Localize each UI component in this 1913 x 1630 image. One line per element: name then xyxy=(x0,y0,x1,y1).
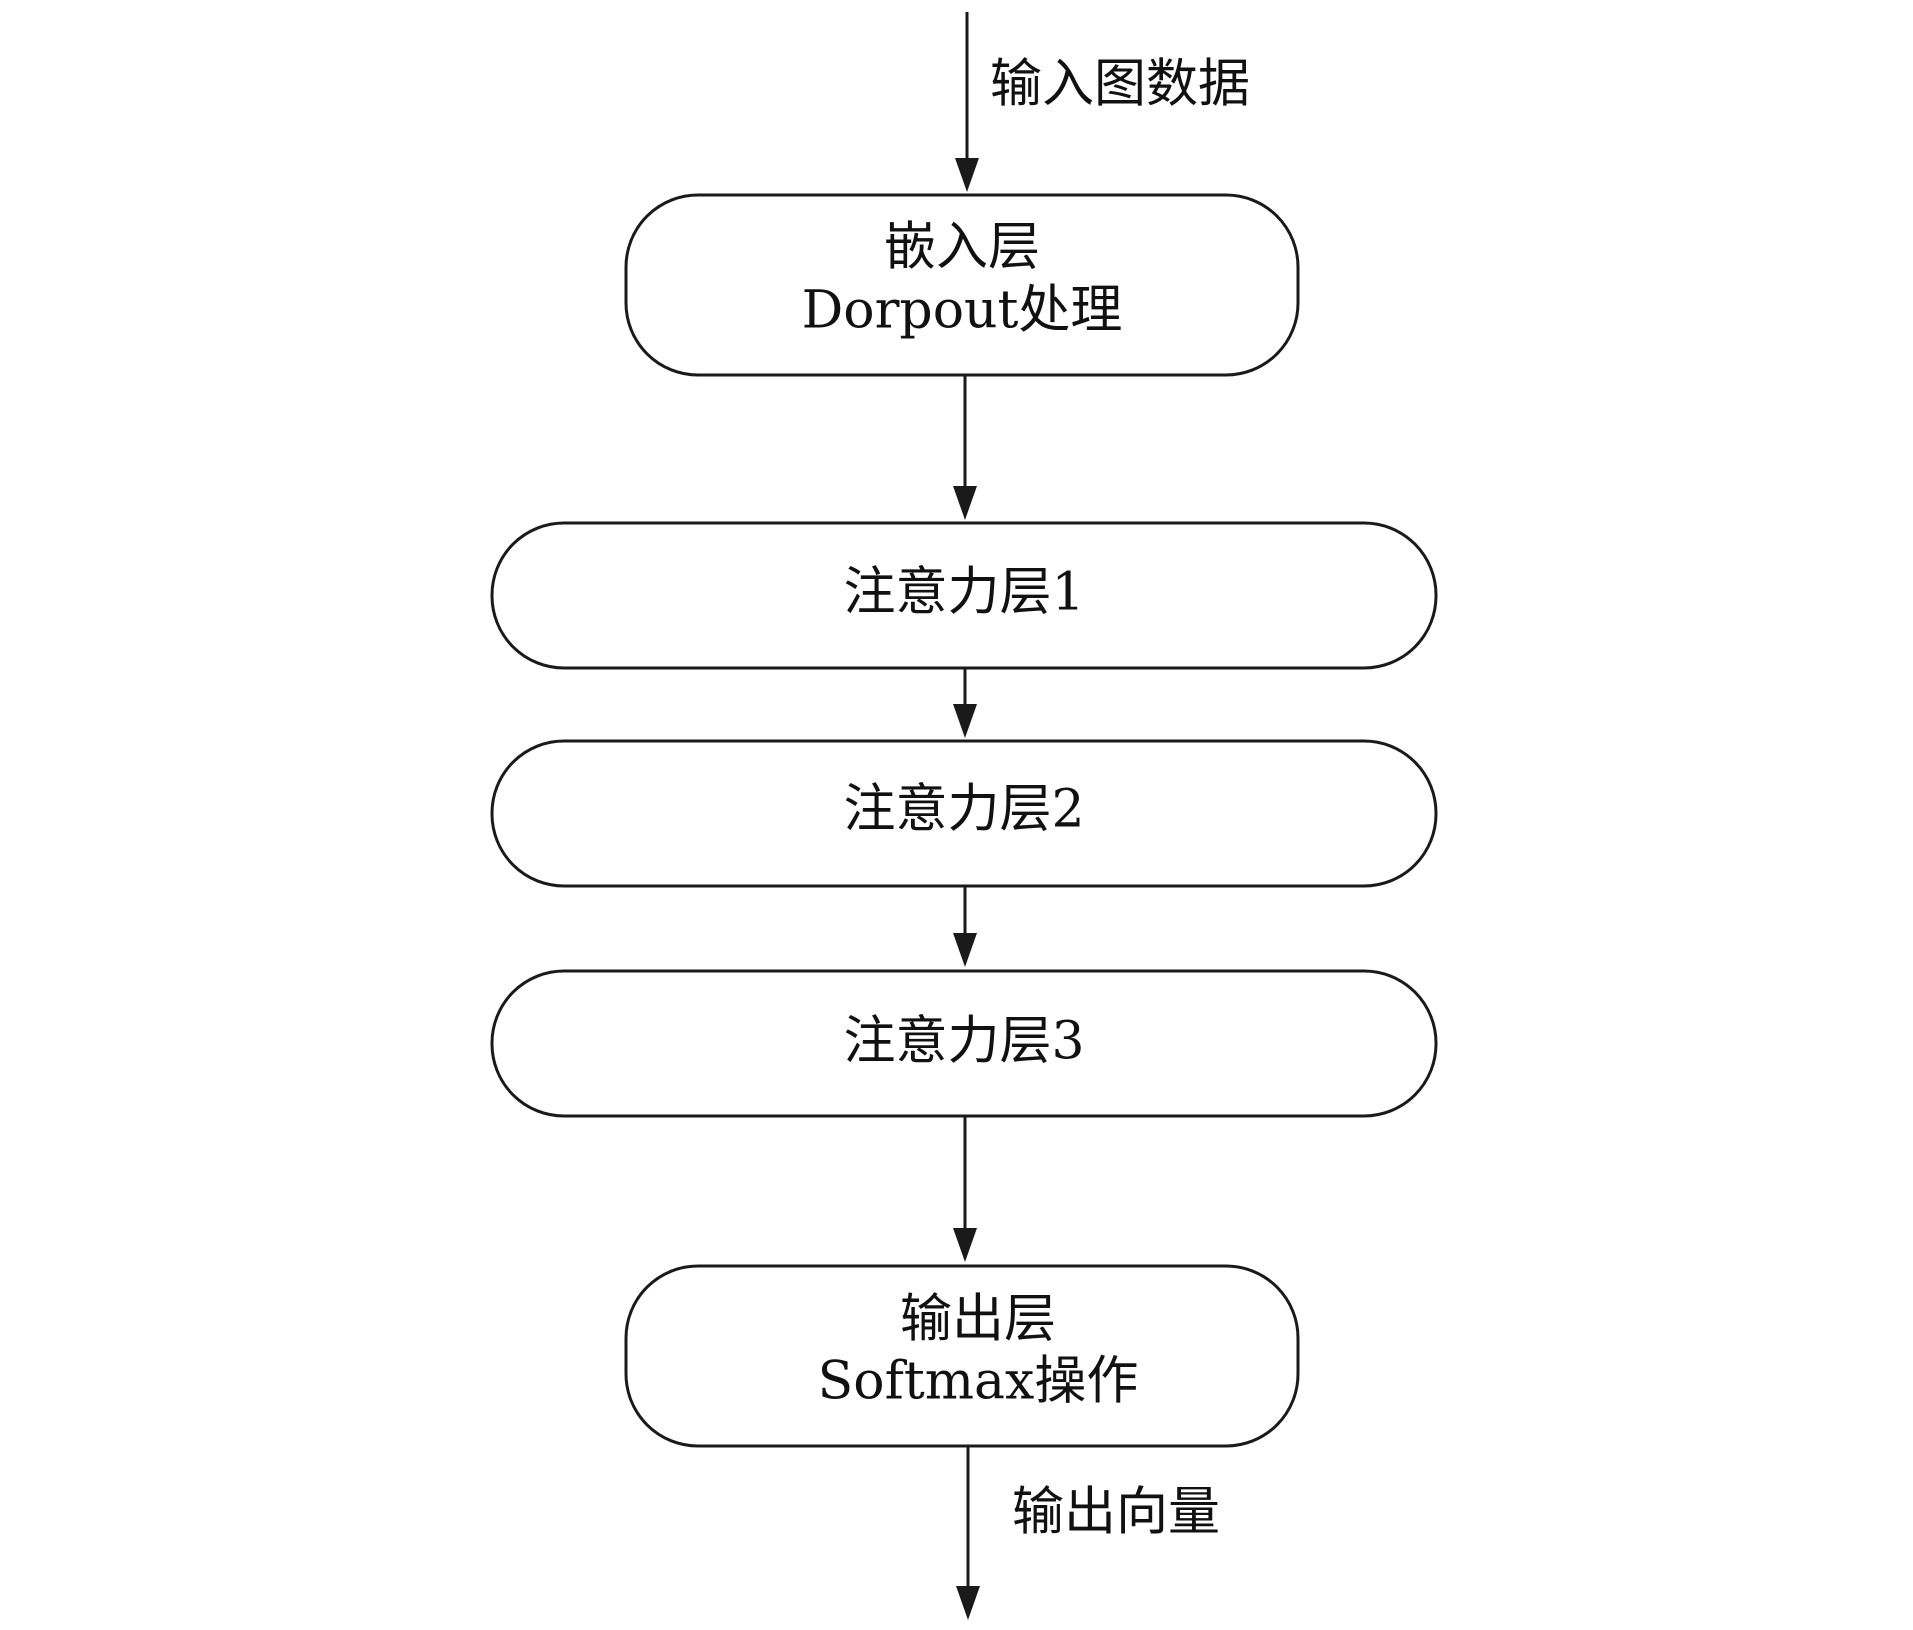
output-layer-title: 输出层 xyxy=(900,1290,1056,1350)
attention-layer-3-label: 注意力层3 xyxy=(843,1012,1084,1072)
attention-layer-2-label: 注意力层2 xyxy=(843,780,1084,840)
output-layer-softmax: Softmax操作 xyxy=(818,1352,1139,1412)
arrow-attention1-to-attention2 xyxy=(953,668,977,738)
attention-layer-1-node: 注意力层1 xyxy=(490,521,1438,670)
output-label: 输出向量 xyxy=(1012,1483,1220,1543)
embedding-layer-dropout: Dorpout处理 xyxy=(802,281,1123,341)
attention-layer-3-node: 注意力层3 xyxy=(490,969,1438,1118)
arrow-attention3-to-output xyxy=(953,1116,977,1262)
output-layer-node: 输出层 Softmax操作 xyxy=(624,1264,1300,1448)
input-arrow xyxy=(955,12,979,192)
attention-layer-2-node: 注意力层2 xyxy=(490,739,1438,888)
attention-layer-1-label: 注意力层1 xyxy=(843,563,1084,623)
arrow-embedding-to-attention1 xyxy=(953,375,977,520)
input-label: 输入图数据 xyxy=(990,55,1250,115)
embedding-layer-node: 嵌入层 Dorpout处理 xyxy=(624,193,1300,377)
output-arrow xyxy=(956,1446,980,1620)
arrow-attention2-to-attention3 xyxy=(953,886,977,967)
embedding-layer-title: 嵌入层 xyxy=(884,218,1040,278)
